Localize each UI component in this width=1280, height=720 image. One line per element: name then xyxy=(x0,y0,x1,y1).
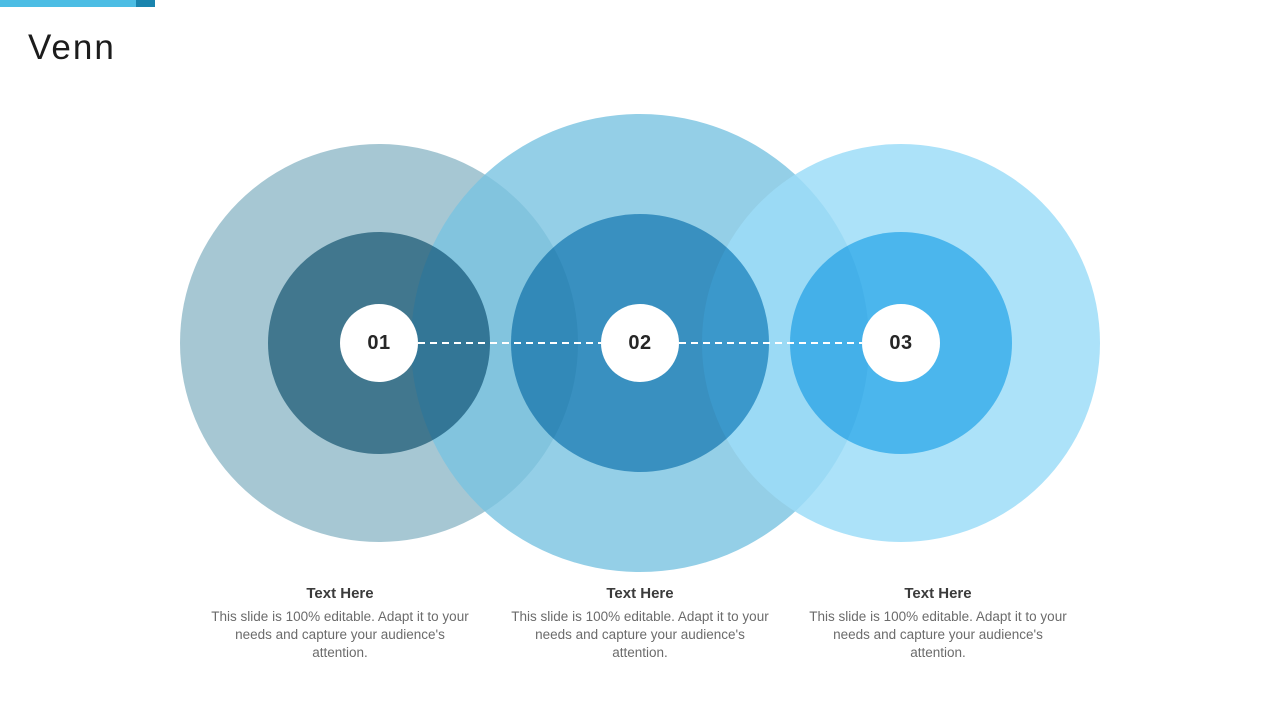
venn-badge-3[interactable]: 03 xyxy=(862,304,940,382)
caption-block-1: Text Here This slide is 100% editable. A… xyxy=(210,584,470,662)
venn-badge-1[interactable]: 01 xyxy=(340,304,418,382)
venn-diagram: 01 02 03 xyxy=(180,114,1100,572)
venn-svg xyxy=(180,114,1100,572)
venn-badge-2[interactable]: 02 xyxy=(601,304,679,382)
caption-2-body: This slide is 100% editable. Adapt it to… xyxy=(511,609,769,660)
caption-3-title: Text Here xyxy=(904,585,972,602)
top-accent-bar-segment xyxy=(136,0,155,7)
caption-1-title: Text Here xyxy=(306,585,374,602)
venn-badge-3-label: 03 xyxy=(889,331,913,354)
caption-1-body: This slide is 100% editable. Adapt it to… xyxy=(211,609,469,660)
page-title: Venn xyxy=(28,28,116,67)
caption-2-title: Text Here xyxy=(606,585,674,602)
caption-3-body: This slide is 100% editable. Adapt it to… xyxy=(809,609,1067,660)
caption-block-3: Text Here This slide is 100% editable. A… xyxy=(808,584,1068,662)
venn-badge-1-label: 01 xyxy=(367,331,391,354)
caption-block-2: Text Here This slide is 100% editable. A… xyxy=(510,584,770,662)
top-accent-bar xyxy=(0,0,155,7)
venn-badge-2-label: 02 xyxy=(628,331,652,354)
